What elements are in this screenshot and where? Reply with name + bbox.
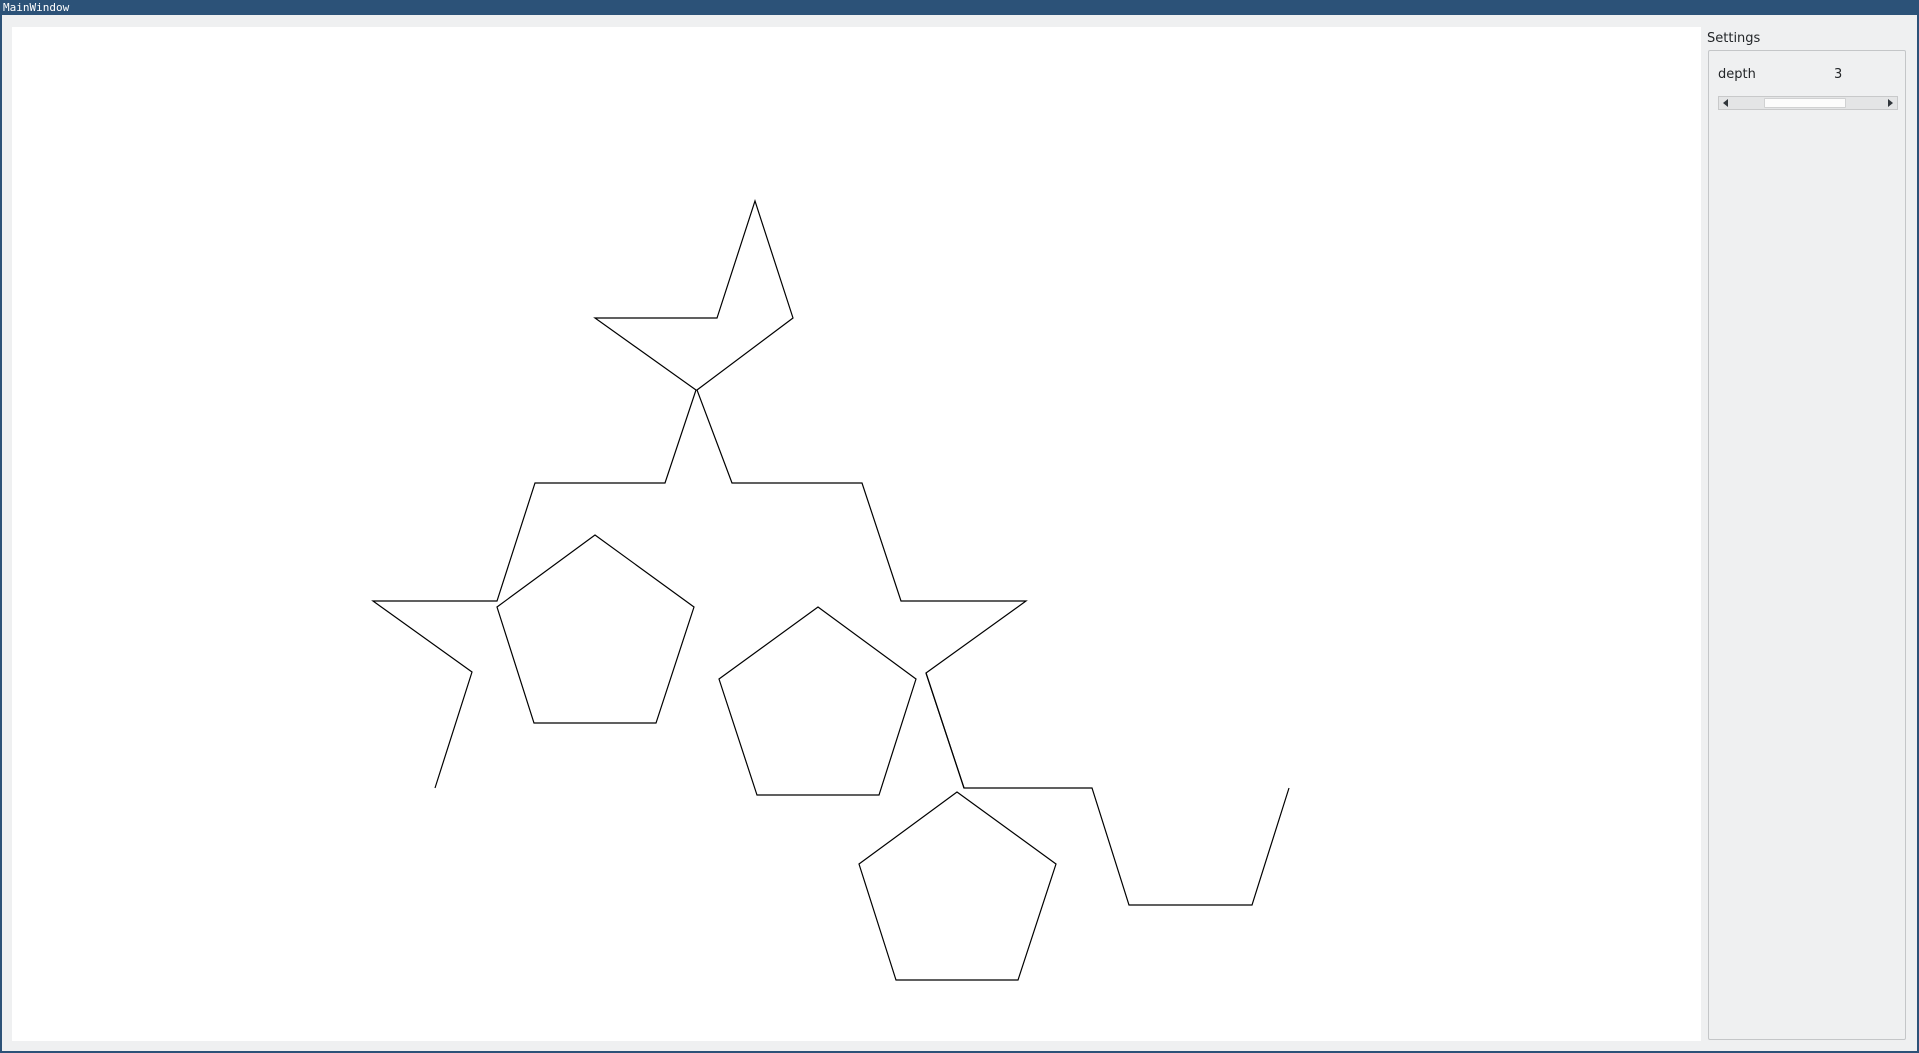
depth-slider-track[interactable] bbox=[1733, 97, 1883, 109]
fractal-drawing bbox=[371, 199, 1290, 981]
settings-title: Settings bbox=[1707, 31, 1761, 46]
scroll-left-arrow-icon[interactable] bbox=[1723, 99, 1728, 107]
depth-slider[interactable] bbox=[1718, 96, 1898, 110]
fractal-path bbox=[371, 199, 1290, 906]
scroll-right-arrow-icon[interactable] bbox=[1888, 99, 1893, 107]
pentagon-bottom bbox=[858, 791, 1057, 981]
pentagon-left bbox=[496, 534, 695, 724]
window-title: MainWindow bbox=[3, 1, 70, 14]
connector-line bbox=[925, 672, 965, 789]
depth-slider-thumb[interactable] bbox=[1764, 98, 1846, 108]
depth-label: depth bbox=[1718, 67, 1756, 82]
window-title-bar[interactable]: MainWindow bbox=[0, 0, 1919, 15]
drawing-canvas bbox=[12, 27, 1701, 1041]
pentagon-middle bbox=[718, 606, 917, 796]
depth-value: 3 bbox=[1834, 67, 1843, 82]
settings-group bbox=[1708, 50, 1906, 1040]
